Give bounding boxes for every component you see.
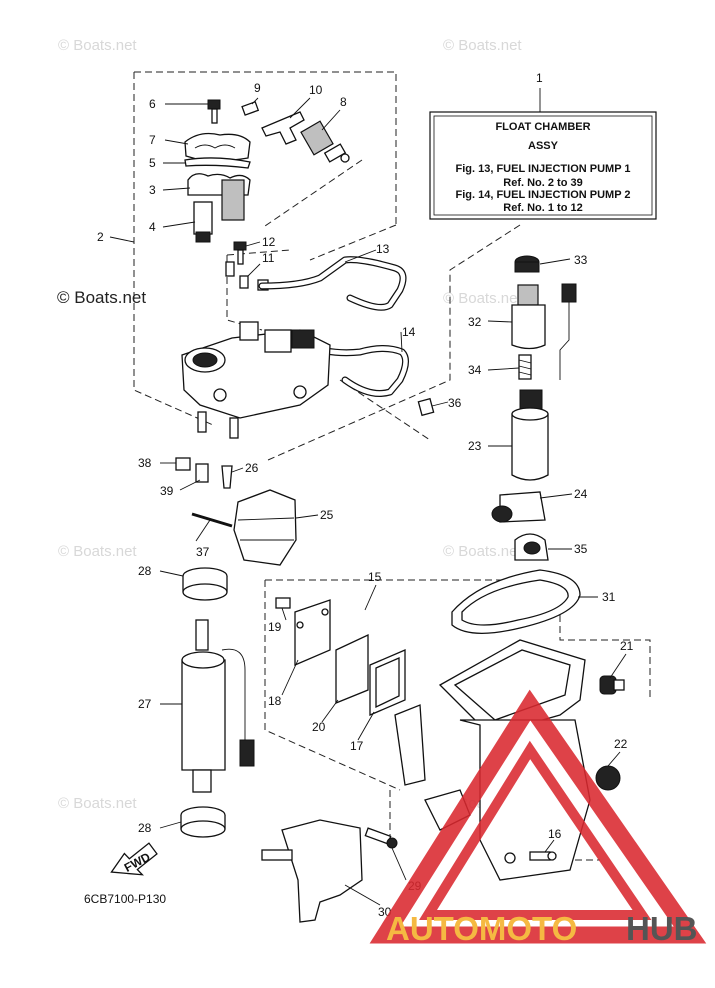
callouts: 6 7 5 3 4 9 10 8 2 12 11 13 14 36 33 32 … — [97, 81, 634, 919]
callout-12: 12 — [262, 235, 276, 249]
watermark-3: © Boats.net — [443, 290, 522, 307]
info-line-2: Ref. No. 2 to 39 — [503, 177, 582, 189]
diagram-code: 6CB7100-P130 — [84, 892, 166, 906]
part-20-plate — [335, 633, 369, 704]
part-35-bracket — [514, 533, 549, 561]
part-33-cap — [514, 255, 540, 273]
part-18-plate — [294, 599, 331, 666]
part-34-spring — [518, 354, 532, 380]
callout-14: 14 — [402, 325, 416, 339]
callout-15: 15 — [368, 570, 382, 584]
callout-39: 39 — [160, 484, 174, 498]
part-4-nozzle — [193, 201, 213, 243]
callout-27: 27 — [138, 697, 152, 711]
callout-38: 38 — [138, 456, 152, 470]
callout-17: 17 — [350, 739, 364, 753]
callout-25: 25 — [320, 508, 334, 522]
callout-4: 4 — [149, 220, 156, 234]
part-28-ring-bottom — [180, 806, 226, 838]
part-38-screw — [175, 457, 191, 471]
callout-37: 37 — [196, 545, 210, 559]
callout-23: 23 — [468, 439, 482, 453]
part-13-hose — [258, 256, 407, 311]
watermark-2: © Boats.net — [443, 37, 522, 54]
callout-26: 26 — [245, 461, 259, 475]
callout-16: 16 — [548, 827, 562, 841]
callout-13: 13 — [376, 242, 390, 256]
watermark-bold: © Boats.net — [57, 288, 146, 307]
callout-18: 18 — [268, 694, 282, 708]
part-36-screw — [417, 397, 435, 417]
part-25-cover — [233, 489, 297, 566]
part-16-screw — [529, 851, 557, 861]
callout-1: 1 — [536, 71, 543, 85]
part-37-pin — [191, 512, 233, 528]
callout-6: 6 — [149, 97, 156, 111]
watermark-4: © Boats.net — [58, 543, 137, 560]
part-8-sensor — [300, 120, 350, 163]
watermark-6: © Boats.net — [58, 795, 137, 812]
part-10-clamp — [261, 111, 305, 145]
part-21-plug — [599, 675, 625, 695]
callout-24: 24 — [574, 487, 588, 501]
part-5-gasket — [184, 157, 251, 169]
info-line-4: Ref. No. 1 to 12 — [503, 202, 582, 214]
part-26-valve — [221, 465, 233, 489]
part-24-filter — [491, 491, 546, 523]
part-27-fuel-pump — [181, 619, 255, 793]
fwd-arrow: FWD — [110, 842, 158, 876]
callout-8: 8 — [340, 95, 347, 109]
watermark-1: © Boats.net — [58, 37, 137, 54]
part-32-regulator — [511, 283, 577, 380]
callout-32: 32 — [468, 315, 482, 329]
info-title: FLOAT CHAMBER — [495, 121, 590, 133]
callout-11: 11 — [262, 251, 275, 265]
callout-33: 33 — [574, 253, 588, 267]
part-29-screw — [364, 827, 398, 849]
part-31-gasket — [451, 569, 581, 634]
callout-19: 19 — [268, 620, 282, 634]
callout-2: 2 — [97, 230, 104, 244]
callout-7: 7 — [149, 133, 156, 147]
leader-lines — [109, 97, 627, 906]
brand-text-automoto: AUTOMOTO — [386, 910, 577, 947]
brand-logo: AUTOMOTO HUB — [369, 689, 707, 947]
part-7-cover — [184, 132, 251, 162]
callout-31: 31 — [602, 590, 616, 604]
part-12-screw — [233, 241, 247, 265]
part-9-screw — [241, 101, 260, 116]
callout-20: 20 — [312, 720, 326, 734]
part-6-screw — [207, 99, 221, 124]
callout-10: 10 — [309, 83, 323, 97]
info-box: 1 FLOAT CHAMBER ASSY Fig. 13, FUEL INJEC… — [429, 71, 657, 220]
callout-5: 5 — [149, 156, 156, 170]
callout-34: 34 — [468, 363, 482, 377]
part-22-grommet — [595, 765, 621, 791]
info-subtitle: ASSY — [528, 140, 559, 152]
part-14-hose — [301, 341, 409, 397]
info-line-3: Fig. 14, FUEL INJECTION PUMP 2 — [455, 189, 630, 201]
brand-triangle — [369, 689, 707, 944]
brand-text-hub: HUB — [626, 910, 698, 947]
callout-28-bottom: 28 — [138, 821, 152, 835]
callout-35: 35 — [574, 542, 588, 556]
callout-36: 36 — [448, 396, 462, 410]
part-15-float-chamber — [394, 639, 591, 881]
info-line-1: Fig. 13, FUEL INJECTION PUMP 1 — [455, 163, 630, 175]
part-23-pump — [511, 389, 549, 481]
callout-21: 21 — [620, 639, 634, 653]
callout-28-top: 28 — [138, 564, 152, 578]
callout-22: 22 — [614, 737, 628, 751]
callout-9: 9 — [254, 81, 261, 95]
callout-3: 3 — [149, 183, 156, 197]
part-2-body — [181, 321, 331, 439]
part-30-bracket — [261, 819, 363, 923]
part-39-screw — [195, 463, 209, 483]
part-19-screw — [275, 597, 291, 609]
part-17-gasket — [369, 649, 406, 716]
part-28-ring-top — [182, 567, 228, 601]
part-3-bracket — [187, 173, 251, 221]
watermark-5: © Boats.net — [443, 543, 522, 560]
